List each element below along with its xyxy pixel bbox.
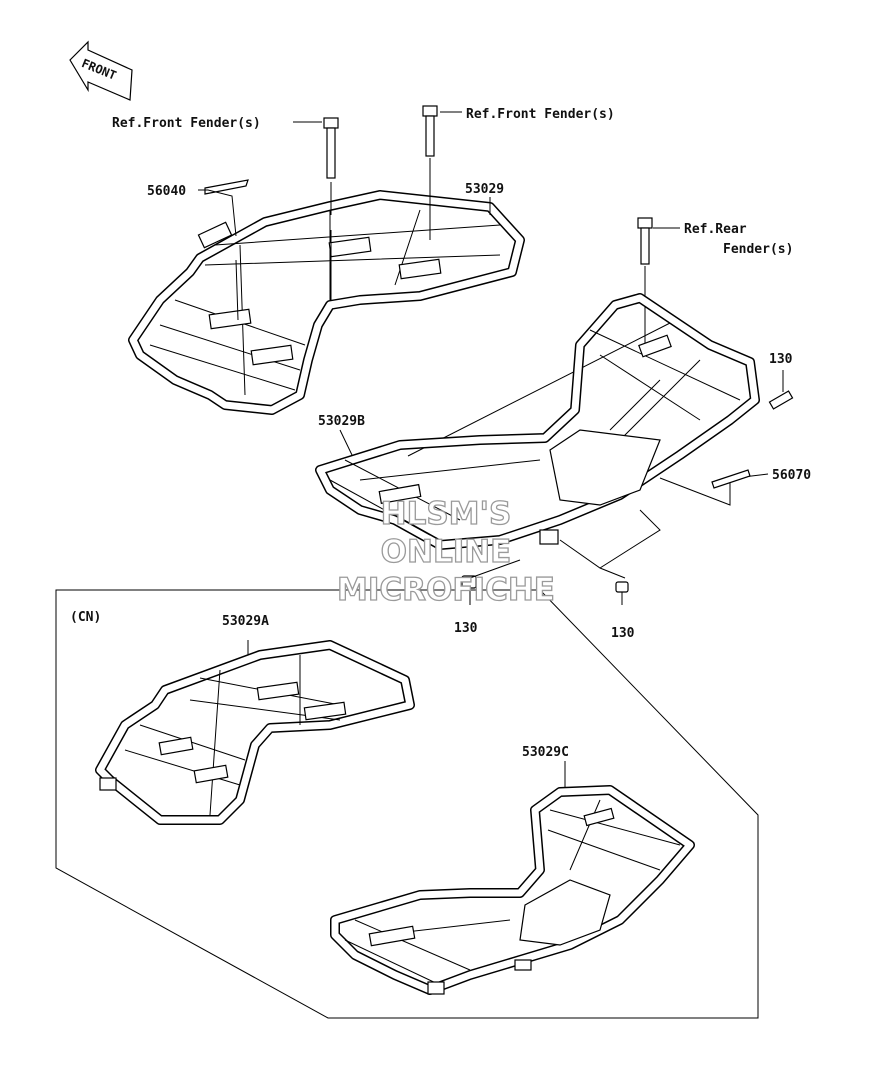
bolt-130-right-icon: [768, 390, 794, 410]
label-53029: 53029: [465, 182, 504, 197]
bolt-middle-icon: [422, 105, 438, 157]
watermark: HLSM'S ONLINE MICROFICHE: [336, 495, 555, 608]
label-ref-front-fender-right: Ref.Front Fender(s): [466, 107, 615, 122]
projection-lines: [469, 509, 661, 579]
label-53029A: 53029A: [222, 614, 269, 629]
label-56040: 56040: [147, 184, 186, 199]
label-130-bottom-right: 130: [611, 626, 635, 641]
front-carrier-53029: [128, 190, 525, 415]
front-arrow-icon: FRONT: [69, 40, 133, 101]
carrier-53029A: [95, 640, 415, 825]
label-130-bottom-left: 130: [454, 621, 478, 636]
bolt-130-bottom-left-icon: [461, 575, 477, 589]
label-130-right: 130: [769, 352, 793, 367]
bolt-rear-icon: [637, 217, 653, 265]
bolt-left-icon: [323, 117, 339, 179]
rear-carrier-53029B: [315, 293, 760, 550]
label-56070: 56070: [772, 468, 811, 483]
carrier-53029C: [330, 785, 695, 995]
bolt-130-bottom-right-icon: [615, 581, 629, 593]
watermark-line-2: ONLINE: [381, 534, 512, 570]
label-cn: (CN): [70, 610, 101, 625]
label-53029B: 53029B: [318, 414, 365, 429]
watermark-line-1: HLSM'S: [381, 496, 512, 532]
cn-inset-frame: [55, 589, 759, 1019]
plate-56040-icon: [204, 179, 249, 195]
label-ref-rear-fender-line1: Ref.Rear: [684, 222, 747, 237]
label-ref-front-fender-left: Ref.Front Fender(s): [112, 116, 261, 131]
label-53029C: 53029C: [522, 745, 569, 760]
plate-56070-icon: [711, 469, 751, 489]
watermark-line-3: MICROFICHE: [337, 572, 555, 608]
label-ref-rear-fender-line2: Fender(s): [723, 242, 793, 257]
